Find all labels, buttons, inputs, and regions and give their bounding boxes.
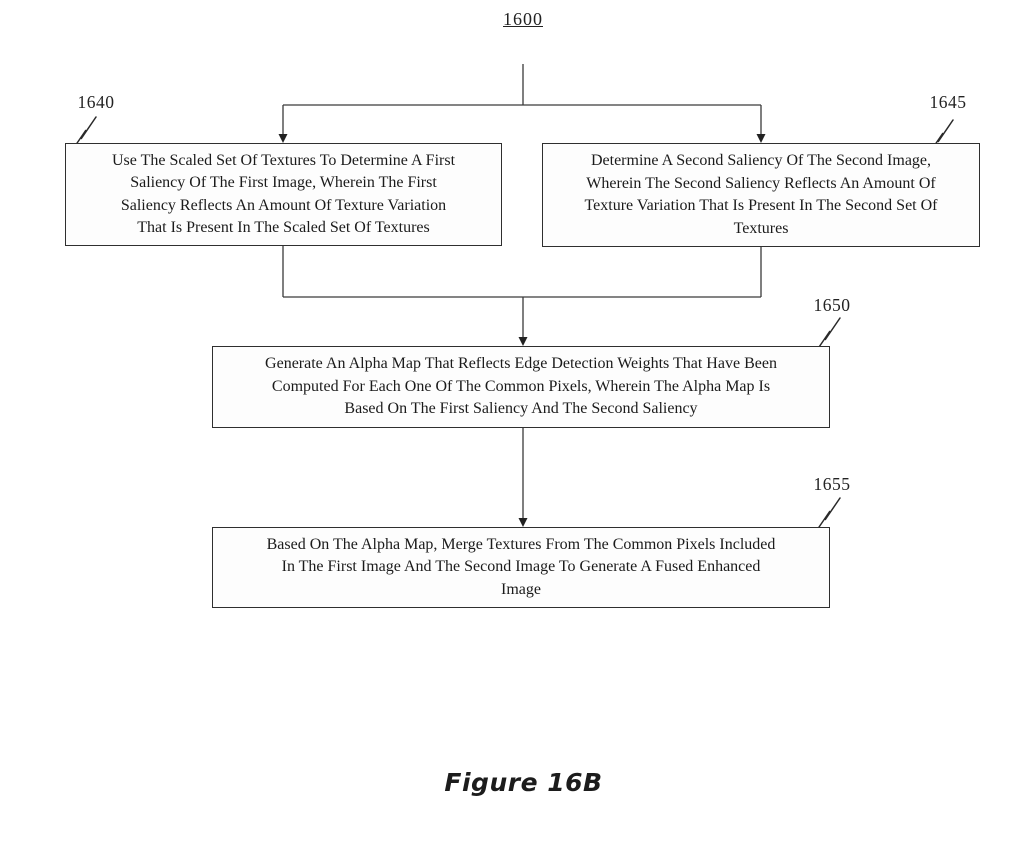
lead-line-1640 — [72, 116, 97, 150]
flow-node-1645: Determine A Second Saliency Of The Secon… — [542, 143, 980, 247]
arrowheads — [278, 134, 766, 527]
flow-node-text-line: Generate An Alpha Map That Reflects Edge… — [265, 355, 777, 373]
flow-node-text-line: That Is Present In The Scaled Set Of Tex… — [137, 219, 430, 236]
flow-node-text-line: Texture Variation That Is Present In The… — [584, 197, 938, 214]
lead-line-1655 — [816, 497, 841, 531]
flow-node-text-line: Saliency Reflects An Amount Of Texture V… — [120, 196, 447, 214]
ref-label-1640: 1640 — [77, 92, 115, 112]
diagram-ref-label: 1600 — [503, 9, 543, 29]
arrowhead-1650 — [518, 337, 528, 346]
flow-node-text-line: Use The Scaled Set Of Textures To Determ… — [111, 151, 456, 169]
arrowhead-1645 — [756, 134, 766, 143]
flow-node-1640: Use The Scaled Set Of Textures To Determ… — [65, 143, 502, 246]
figure-caption: Figure 16B — [444, 768, 603, 797]
flow-node-text-line: Based On The First Saliency And The Seco… — [344, 400, 698, 418]
ref-label-1655: 1655 — [813, 474, 851, 494]
flow-node-1650: Generate An Alpha Map That Reflects Edge… — [212, 346, 830, 428]
arrowhead-1655 — [518, 518, 528, 527]
flow-node-text-line: Textures — [733, 219, 789, 237]
flow-node-text-line: Image — [501, 580, 541, 598]
flow-node-text-line: In The First Image And The Second Image … — [281, 558, 761, 576]
lead-line-1645 — [929, 119, 954, 153]
lead-line-1650 — [816, 317, 841, 351]
arrowhead-1640 — [278, 134, 288, 143]
flow-node-text-line: Determine A Second Saliency Of The Secon… — [590, 152, 932, 169]
flow-node-1655: Based On The Alpha Map, Merge Textures F… — [212, 527, 830, 608]
ref-label-1645: 1645 — [929, 92, 967, 112]
flow-node-text-line: Wherein The Second Saliency Reflects An … — [586, 174, 936, 192]
ref-label-1650: 1650 — [813, 295, 851, 315]
flow-node-text-line: Computed For Each One Of The Common Pixe… — [271, 377, 771, 395]
flow-node-text-line: Saliency Of The First Image, Wherein The… — [130, 174, 437, 191]
flow-node-text-line: Based On The Alpha Map, Merge Textures F… — [266, 535, 776, 553]
flow-connectors — [282, 64, 762, 520]
lead-line-squiggles — [72, 116, 954, 531]
